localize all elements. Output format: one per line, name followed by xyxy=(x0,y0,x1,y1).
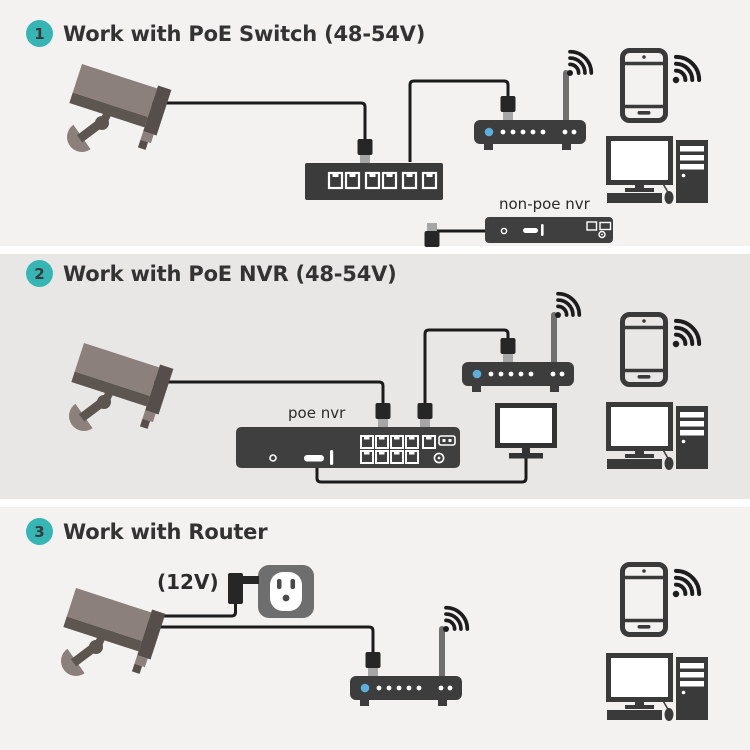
smartphone-icon xyxy=(623,315,704,385)
power-12v-label: (12V) xyxy=(157,570,219,594)
section-3-heading: 3 Work with Router xyxy=(26,518,268,545)
cable-nvr-to-monitor xyxy=(315,456,528,484)
section-1-heading: 1 Work with PoE Switch (48-54V) xyxy=(26,20,425,47)
desktop-computer-icon xyxy=(607,656,708,722)
section-1-title: Work with PoE Switch (48-54V) xyxy=(63,21,426,46)
cable-camera-to-router-3 xyxy=(150,625,375,653)
step-1-badge: 1 xyxy=(26,20,53,47)
desktop-computer-icon xyxy=(607,405,708,471)
ethernet-plug-icon xyxy=(357,139,373,163)
section-3-title: Work with Router xyxy=(63,519,268,544)
security-camera-icon xyxy=(61,61,172,158)
security-camera-icon xyxy=(55,585,166,682)
cable-nvr-to-router-2 xyxy=(423,328,510,404)
non-poe-nvr-label: non-poe nvr xyxy=(499,195,590,213)
ethernet-plug-icon xyxy=(365,652,381,676)
smartphone-icon xyxy=(623,565,704,635)
ethernet-plug-icon xyxy=(500,96,516,120)
ethernet-plug-icon xyxy=(500,338,516,362)
section-2-heading: 2 Work with PoE NVR (48-54V) xyxy=(26,260,397,287)
cable-switch-to-nvr xyxy=(430,223,488,233)
poe-nvr-icon xyxy=(236,427,460,468)
cable-camera-to-switch xyxy=(150,101,367,140)
security-camera-icon xyxy=(63,340,174,437)
power-adapter-outlet-icon xyxy=(228,565,314,618)
ethernet-plug-icon xyxy=(424,223,440,247)
ethernet-plug-icon xyxy=(417,403,433,427)
desktop-computer-icon xyxy=(607,139,708,205)
cable-camera-to-nvr xyxy=(152,380,385,404)
section-2-title: Work with PoE NVR (48-54V) xyxy=(63,261,397,286)
poe-switch-icon xyxy=(305,163,443,200)
smartphone-icon xyxy=(623,51,704,121)
non-poe-nvr-icon xyxy=(484,216,614,244)
cable-adapter-to-camera xyxy=(156,601,237,618)
wifi-router-icon xyxy=(462,289,584,392)
poe-nvr-label: poe nvr xyxy=(288,404,346,422)
step-2-badge: 2 xyxy=(26,260,53,287)
monitor-icon xyxy=(498,406,555,459)
wifi-router-icon xyxy=(474,47,596,150)
cable-switch-to-router-1 xyxy=(408,79,510,162)
ethernet-plug-icon xyxy=(375,403,391,427)
section-1-background xyxy=(0,0,750,246)
step-3-badge: 3 xyxy=(26,518,53,545)
